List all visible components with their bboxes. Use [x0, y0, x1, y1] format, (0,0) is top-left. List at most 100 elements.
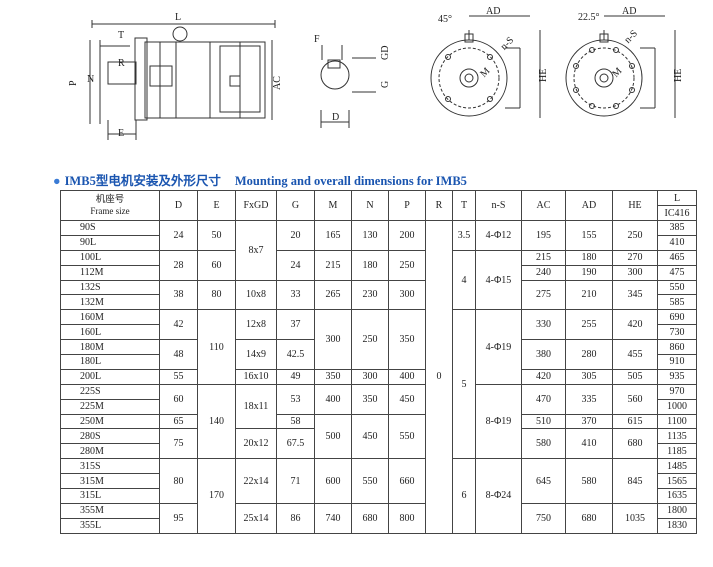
HE-cell: 560: [612, 383, 658, 415]
label-L: L: [175, 12, 181, 23]
frame-cell: 280M: [60, 443, 160, 460]
G-cell: 67.5: [276, 428, 315, 460]
frame-cell: 225M: [60, 398, 160, 415]
HE-cell: 345: [612, 279, 658, 311]
label-45deg: 45°: [438, 14, 452, 25]
frame-cell: 180M: [60, 339, 160, 356]
L-cell: 410: [657, 234, 697, 251]
G-cell: 42.5: [276, 339, 315, 370]
frame-cell: 90S: [60, 220, 160, 236]
N-cell: 250: [351, 309, 389, 370]
frame-cell: 250M: [60, 413, 160, 430]
E-cell: 80: [197, 279, 236, 311]
M-cell: 300: [314, 309, 352, 370]
P-cell: 660: [388, 458, 426, 504]
L-cell: 860: [657, 339, 697, 356]
AC-cell: 330: [521, 309, 566, 341]
nS-cell: 8-Φ19: [475, 383, 522, 460]
T-cell: 3.5: [452, 220, 476, 251]
N-cell: 130: [351, 220, 389, 251]
flange-view-22-5: 22.5° AD n-S M HE: [565, 6, 684, 118]
N-cell: 180: [351, 249, 389, 281]
frame-cell: 280S: [60, 428, 160, 445]
frame-cell: 180L: [60, 354, 160, 370]
AC-cell: 275: [521, 279, 566, 311]
label-D: D: [332, 112, 339, 123]
L-cell: 1800: [657, 502, 697, 519]
AC-cell: 580: [521, 428, 566, 460]
frame-cell: 132M: [60, 294, 160, 311]
AC-cell: 420: [521, 368, 566, 385]
table-row: 112M 240 190 300 475: [60, 264, 697, 281]
table-row: 355M 95 25x14 86 740 680 800 750 680 103…: [60, 502, 697, 534]
HE-cell: 680: [612, 428, 658, 460]
HE-cell: 250: [612, 220, 658, 251]
N-cell: 230: [351, 279, 389, 311]
header-IC416: IC416: [657, 205, 697, 221]
P-cell: 800: [388, 502, 426, 534]
table-row: 100L 28 60 24 215 180 250 4 4-Φ15 215 18…: [60, 249, 697, 311]
L-cell: 465: [657, 249, 697, 266]
frame-cell: 355M: [60, 502, 160, 519]
bullet-icon: ●: [53, 174, 61, 188]
AD-cell: 335: [565, 383, 613, 415]
N-cell: 300: [351, 368, 389, 385]
T-cell: 4: [452, 249, 476, 311]
M-cell: 600: [314, 458, 352, 504]
M-cell: 400: [314, 383, 352, 415]
E-cell: 110: [197, 309, 236, 385]
G-cell: 37: [276, 309, 315, 341]
D-cell: 80: [159, 458, 198, 504]
T-cell: 6: [452, 458, 476, 534]
label-nS-1: n-S: [499, 35, 517, 53]
L-cell: 1635: [657, 488, 697, 504]
G-cell: 86: [276, 502, 315, 534]
HE-cell: 615: [612, 413, 658, 430]
E-cell: 140: [197, 383, 236, 460]
label-M-1: M: [478, 66, 492, 80]
D-cell: 24: [159, 220, 198, 251]
label-AD-1: AD: [486, 6, 500, 17]
AC-cell: 750: [521, 502, 566, 534]
header-R: R: [425, 190, 453, 221]
T-cell: 5: [452, 309, 476, 460]
HE-cell: 300: [612, 264, 658, 281]
R-cell: 0: [425, 220, 453, 534]
header-E: E: [197, 190, 236, 221]
P-cell: 550: [388, 413, 426, 460]
header-HE: HE: [612, 190, 658, 221]
L-cell: 690: [657, 309, 697, 326]
D-cell: 60: [159, 383, 198, 415]
heading-en: Mounting and overall dimensions for IMB5: [234, 174, 467, 188]
P-cell: 350: [388, 309, 426, 370]
label-M-2: M: [610, 66, 624, 80]
frame-cell: 100L: [60, 249, 160, 266]
label-N: N: [87, 74, 94, 85]
P-cell: 250: [388, 249, 426, 281]
frame-cell: 132S: [60, 279, 160, 296]
header-AD: AD: [565, 190, 613, 221]
HE-cell: 270: [612, 249, 658, 266]
N-cell: 350: [351, 383, 389, 415]
table-row: 132S 38 80 10x8 33 265 230 300 275 210 3…: [60, 279, 697, 311]
N-cell: 680: [351, 502, 389, 534]
AC-cell: 380: [521, 339, 566, 370]
frame-cell: 160M: [60, 309, 160, 326]
shaft-end-drawing: F GD G D: [314, 34, 391, 128]
P-cell: 400: [388, 368, 426, 385]
frame-cell: 112M: [60, 264, 160, 281]
table-row: 280M 1185: [60, 443, 697, 460]
table-row: 315S 80 170 22x14 71 600 550 660 6 8-Φ24…: [60, 458, 697, 534]
FxGD-cell: 8x7: [235, 220, 277, 281]
AD-cell: 155: [565, 220, 613, 251]
header-G: G: [276, 190, 315, 221]
table-row: 355L 1830: [60, 517, 697, 534]
flange-view-45: 45° AD n-S M HE: [430, 6, 549, 118]
AC-cell: 240: [521, 264, 566, 281]
E-cell: 60: [197, 249, 236, 281]
HE-cell: 845: [612, 458, 658, 504]
E-cell: 170: [197, 458, 236, 534]
FxGD-cell: 12x8: [235, 309, 277, 341]
